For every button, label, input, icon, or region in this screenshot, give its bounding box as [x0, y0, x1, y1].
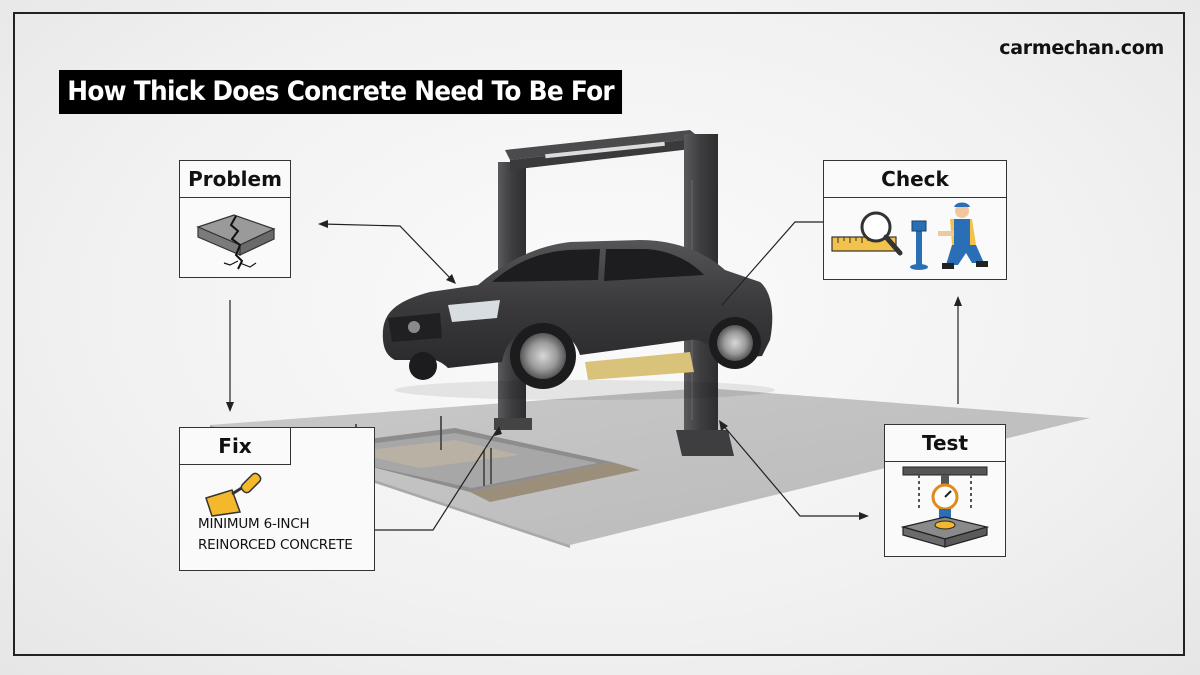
trowel-icon	[205, 472, 262, 517]
problem-card: Problem	[179, 160, 291, 278]
arrow-fix-to-slab	[375, 429, 498, 531]
outer-frame	[13, 12, 1185, 656]
cracked-slab-icon	[196, 214, 276, 270]
fix-line-2: REINORCED CONCRETE	[198, 537, 353, 553]
problem-label: Problem	[180, 161, 290, 198]
car	[382, 240, 775, 400]
fix-label: Fix	[180, 428, 291, 465]
page-title: How Thick Does Concrete Need To Be For	[59, 70, 623, 114]
mechanic-measuring-icon	[910, 202, 988, 270]
fix-card: Fix MINIMUM 6-INCH REINORCED CONCRETE	[179, 427, 375, 571]
arrow-heads	[226, 220, 962, 520]
lift-arm	[585, 352, 694, 380]
load-test-gauge-icon	[900, 466, 990, 548]
test-label: Test	[885, 425, 1005, 462]
connector-arrows	[229, 221, 959, 531]
arrow-check-to-lift	[721, 221, 825, 306]
tape-measure-magnifier-icon	[831, 211, 903, 256]
test-card: Test	[884, 424, 1006, 557]
fix-line-1: MINIMUM 6-INCH	[198, 516, 310, 532]
concrete-slab	[210, 388, 1090, 548]
arrow-test-to-post	[721, 423, 865, 517]
arrow-problem-to-car	[321, 223, 453, 281]
site-brand: carmechan.com	[999, 37, 1164, 59]
check-card: Check	[823, 160, 1007, 280]
fix-description: MINIMUM 6-INCH REINORCED CONCRETE	[198, 514, 353, 556]
lift-crossbar	[505, 130, 700, 170]
check-label: Check	[824, 161, 1006, 198]
